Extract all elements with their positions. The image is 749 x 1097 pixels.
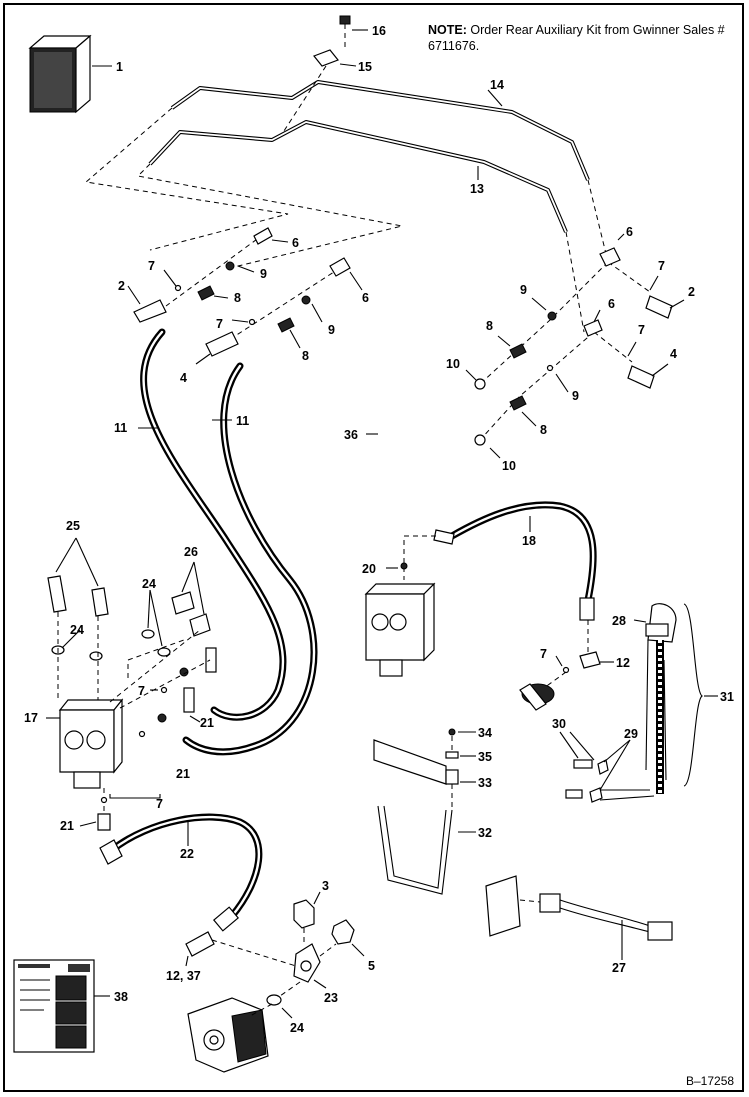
callout-27: 27 xyxy=(612,961,626,975)
valve-upper xyxy=(364,562,436,677)
callout-16: 16 xyxy=(372,24,386,38)
part-16-bolt xyxy=(339,15,351,50)
callout-32: 32 xyxy=(478,826,492,840)
callout-29: 29 xyxy=(624,727,638,741)
callout-13: 13 xyxy=(470,182,484,196)
callout-7d: 7 xyxy=(638,323,645,337)
part-38-manual xyxy=(13,959,95,1053)
order-note: NOTE: Order Rear Auxiliary Kit from Gwin… xyxy=(428,22,743,54)
callout-9c: 9 xyxy=(520,283,527,297)
callout-30: 30 xyxy=(552,717,566,731)
note-text: Order Rear Auxiliary Kit from Gwinner Sa… xyxy=(428,23,725,53)
callout-24a: 24 xyxy=(142,577,156,591)
callout-36: 36 xyxy=(344,428,358,442)
part-25-elbows xyxy=(47,575,109,617)
fittings-left-upper xyxy=(133,227,273,323)
callout-2a: 2 xyxy=(118,279,125,293)
callout-7e: 7 xyxy=(540,647,547,661)
hose-18 xyxy=(433,501,597,621)
callout-21a: 21 xyxy=(200,716,214,730)
part-21-fitting xyxy=(97,813,111,831)
drawing-code: B–17258 xyxy=(686,1074,735,1088)
callout-4a: 4 xyxy=(180,371,187,385)
callout-12a: 12 xyxy=(616,656,630,670)
callout-6b: 6 xyxy=(362,291,369,305)
callout-21b: 21 xyxy=(176,767,190,781)
hose-11b xyxy=(182,362,318,756)
part-28-switch xyxy=(645,603,677,643)
callout-4b: 4 xyxy=(670,347,677,361)
callout-8a: 8 xyxy=(234,291,241,305)
callout-2b: 2 xyxy=(688,285,695,299)
callout-1: 1 xyxy=(116,60,123,74)
callout-34: 34 xyxy=(478,726,492,740)
fittings-left-middle xyxy=(205,257,351,357)
valve-17 xyxy=(58,698,124,789)
part-1-decal-box xyxy=(28,34,92,114)
callout-6a: 6 xyxy=(292,236,299,250)
callout-20: 20 xyxy=(362,562,376,576)
note-label: NOTE: xyxy=(428,23,467,37)
callout-17: 17 xyxy=(24,711,38,725)
callout-33: 33 xyxy=(478,776,492,790)
callout-9a: 9 xyxy=(260,267,267,281)
fittings-valve-right xyxy=(519,620,601,711)
callout-35: 35 xyxy=(478,750,492,764)
callout-9d: 9 xyxy=(572,389,579,403)
part-32-strap xyxy=(377,805,453,895)
callout-15: 15 xyxy=(358,60,372,74)
callout-21c: 21 xyxy=(60,819,74,833)
part-26-fittings xyxy=(157,591,217,723)
callout-7b: 7 xyxy=(216,317,223,331)
callout-25: 25 xyxy=(66,519,80,533)
tube-14 xyxy=(170,80,590,181)
callout-5: 5 xyxy=(368,959,375,973)
part-5-nut xyxy=(331,919,355,945)
callout-7c: 7 xyxy=(658,259,665,273)
part-23-tee xyxy=(293,943,321,983)
fittings-right xyxy=(474,247,673,446)
callout-3: 3 xyxy=(322,879,329,893)
callout-14: 14 xyxy=(490,78,504,92)
callout-38: 38 xyxy=(114,990,128,1004)
callout-9b: 9 xyxy=(328,323,335,337)
callout-18: 18 xyxy=(522,534,536,548)
part-27-harness xyxy=(485,875,673,941)
hose-11a xyxy=(140,328,287,721)
callout-12-37: 12, 37 xyxy=(166,969,201,983)
part-12-37-fitting xyxy=(185,931,215,957)
callout-8b: 8 xyxy=(302,349,309,363)
callout-10a: 10 xyxy=(446,357,460,371)
callout-24b: 24 xyxy=(70,623,84,637)
callout-8c: 8 xyxy=(486,319,493,333)
part-3-cap xyxy=(293,899,315,929)
diagram-frame xyxy=(3,3,744,1092)
callout-10b: 10 xyxy=(502,459,516,473)
callout-11b: 11 xyxy=(236,414,249,428)
hose-22 xyxy=(99,813,263,932)
callout-23: 23 xyxy=(324,991,338,1005)
part-33-bracket xyxy=(373,739,459,785)
part-30-terminals xyxy=(565,759,609,803)
callout-7a: 7 xyxy=(148,259,155,273)
callout-6d: 6 xyxy=(608,297,615,311)
callout-11a: 11 xyxy=(114,421,127,435)
callout-31: 31 xyxy=(720,690,734,704)
callout-8d: 8 xyxy=(540,423,547,437)
callout-26: 26 xyxy=(184,545,198,559)
callout-28: 28 xyxy=(612,614,626,628)
callout-6c: 6 xyxy=(626,225,633,239)
callout-22: 22 xyxy=(180,847,194,861)
part-15-clamp xyxy=(313,49,339,67)
callout-7f: 7 xyxy=(138,684,145,698)
tube-13 xyxy=(148,120,568,233)
callout-7g: 7 xyxy=(156,797,163,811)
callout-24c: 24 xyxy=(290,1021,304,1035)
part-31-harness xyxy=(599,639,667,801)
pump xyxy=(187,997,269,1073)
